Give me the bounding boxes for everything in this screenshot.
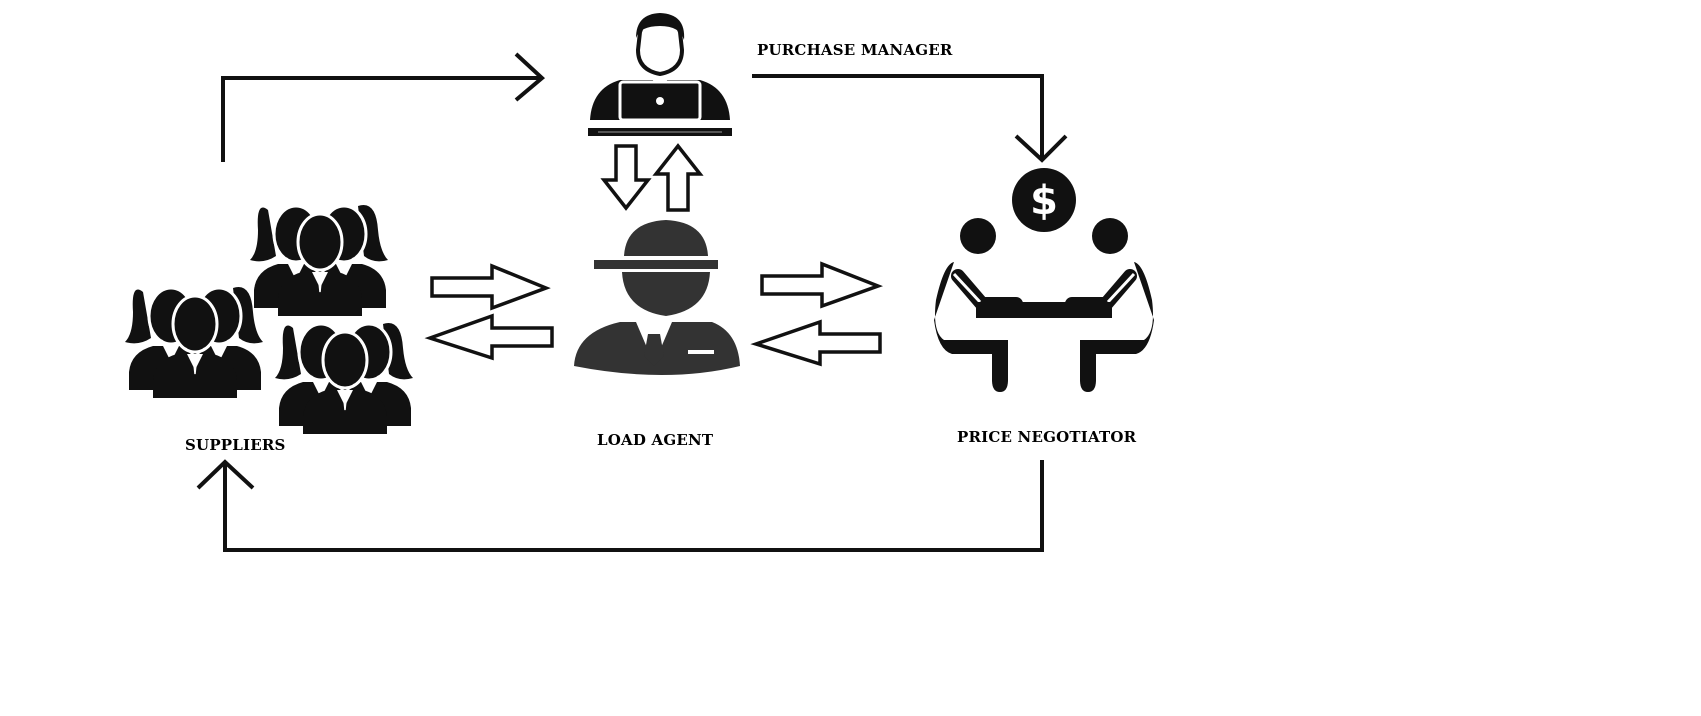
arrow-purchase-manager-to-price-negotiator (752, 74, 1044, 160)
arrow-up-to-purchase-manager (652, 143, 704, 212)
group-of-people-icon (125, 204, 413, 436)
arrow-suppliers-to-purchase-manager (221, 76, 542, 162)
arrow-right-to-price-negotiator (760, 261, 883, 309)
purchase-manager-label: PURCHASE MANAGER (757, 41, 953, 59)
arrow-head (1014, 134, 1068, 163)
suppliers-label: SUPPLIERS (185, 436, 286, 454)
block-arrows (424, 143, 883, 367)
load-agent-label: LOAD AGENT (597, 431, 714, 449)
agent-with-hat-icon (574, 220, 740, 375)
arrow-head (196, 459, 255, 490)
dollar-sign: $ (1030, 178, 1058, 224)
arrow-price-negotiator-to-suppliers (223, 460, 1044, 552)
arrow-head (514, 52, 546, 102)
negotiation-table-icon: $ (934, 168, 1154, 392)
arrow-left-to-load-agent (750, 319, 882, 367)
price-negotiator-label: PRICE NEGOTIATOR (957, 428, 1137, 446)
arrow-down-to-load-agent (600, 144, 652, 211)
arrow-right-to-load-agent (430, 263, 551, 311)
connector-arrows (196, 52, 1068, 552)
person-at-laptop-icon (588, 13, 732, 136)
arrow-left-to-suppliers (424, 313, 554, 361)
